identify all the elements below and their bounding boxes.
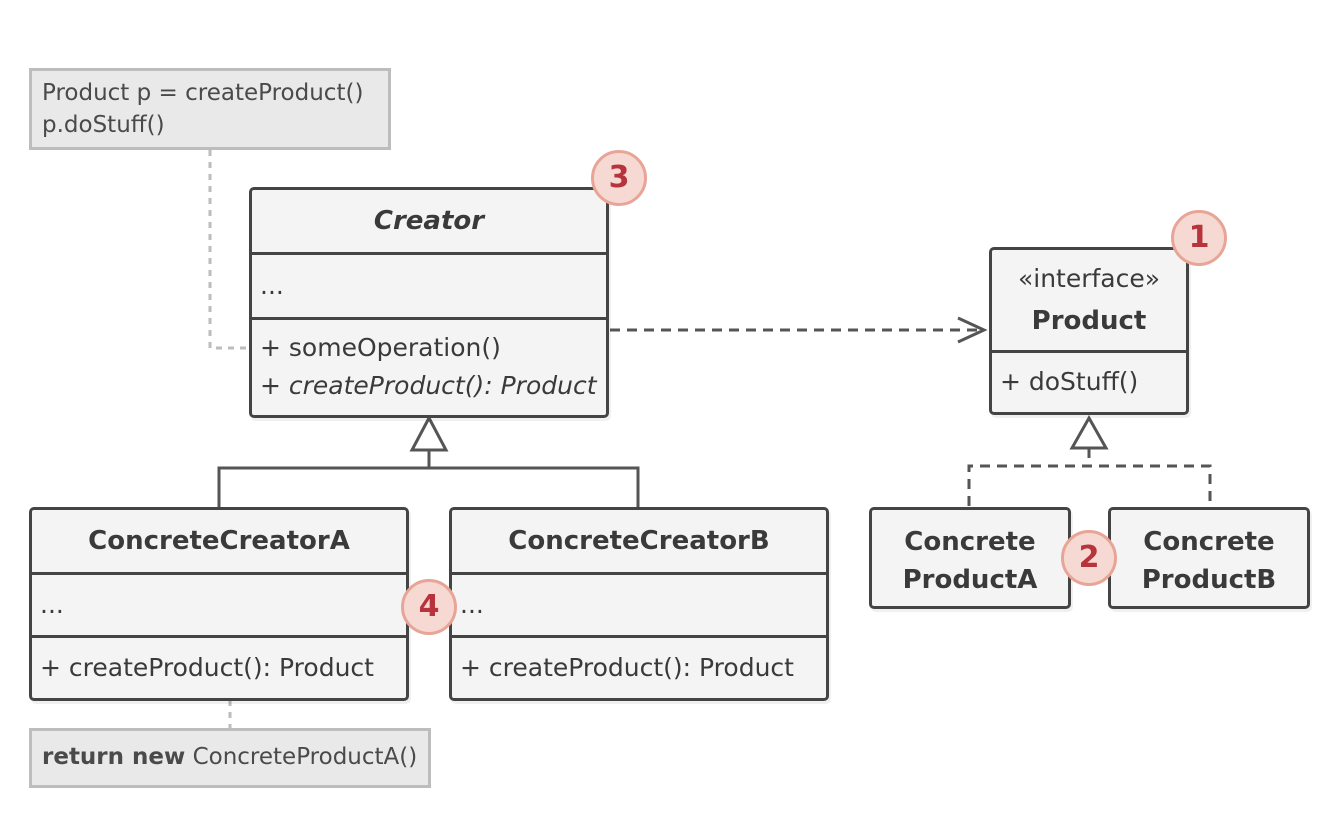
concrete-creator-a-class: ConcreteCreatorA ... + createProduct(): … (29, 507, 409, 701)
inheritance-lines (217, 450, 640, 508)
concrete-product-b-line2: ProductB (1141, 565, 1277, 595)
creator-class: Creator ... + someOperation() + createPr… (249, 187, 609, 418)
concrete-product-a-class: Concrete ProductA (869, 507, 1071, 609)
product-interface: «interface» Product + doStuff() (989, 247, 1189, 415)
realization-lines (967, 448, 1212, 506)
note-client-line2: p.doStuff() (42, 112, 165, 138)
inheritance-arrowhead (409, 414, 449, 452)
badge-4: 4 (401, 579, 457, 635)
realization-arrowhead (1069, 414, 1109, 450)
concrete-product-a-line1: Concrete (904, 527, 1036, 557)
creator-name: Creator (373, 206, 485, 236)
concrete-creator-a-fields: ... (40, 590, 64, 619)
note-client-code: Product p = createProduct() p.doStuff() (29, 68, 391, 150)
badge-3: 3 (591, 150, 647, 206)
creator-method-some-operation: + someOperation() (260, 333, 501, 362)
creator-fields: ... (260, 271, 284, 300)
product-stereotype: «interface» (1017, 264, 1161, 293)
note-return: return new ConcreteProductA() (29, 728, 431, 788)
concrete-creator-b-fields: ... (460, 590, 484, 619)
concrete-creator-b-class: ConcreteCreatorB ... + createProduct(): … (449, 507, 829, 701)
note-link-client (208, 150, 246, 350)
concrete-product-b-line1: Concrete (1143, 527, 1275, 557)
concrete-creator-a-method: + createProduct(): Product (40, 653, 374, 682)
note-return-expr: ConcreteProductA() (192, 744, 418, 770)
concrete-creator-b-method: + createProduct(): Product (460, 653, 794, 682)
concrete-product-a-line2: ProductA (902, 565, 1038, 595)
product-method-do-stuff: + doStuff() (1000, 367, 1139, 396)
concrete-product-b-class: Concrete ProductB (1108, 507, 1310, 609)
concrete-creator-a-name: ConcreteCreatorA (88, 526, 350, 556)
badge-2: 2 (1061, 530, 1117, 586)
creator-method-create-product: + createProduct(): Product (260, 371, 597, 400)
note-return-keyword: return new (42, 744, 186, 770)
badge-1: 1 (1171, 210, 1227, 266)
concrete-creator-b-name: ConcreteCreatorB (508, 526, 770, 556)
dependency-arrowhead (957, 316, 988, 344)
product-name: Product (1031, 306, 1147, 336)
note-client-line1: Product p = createProduct() (42, 80, 364, 106)
